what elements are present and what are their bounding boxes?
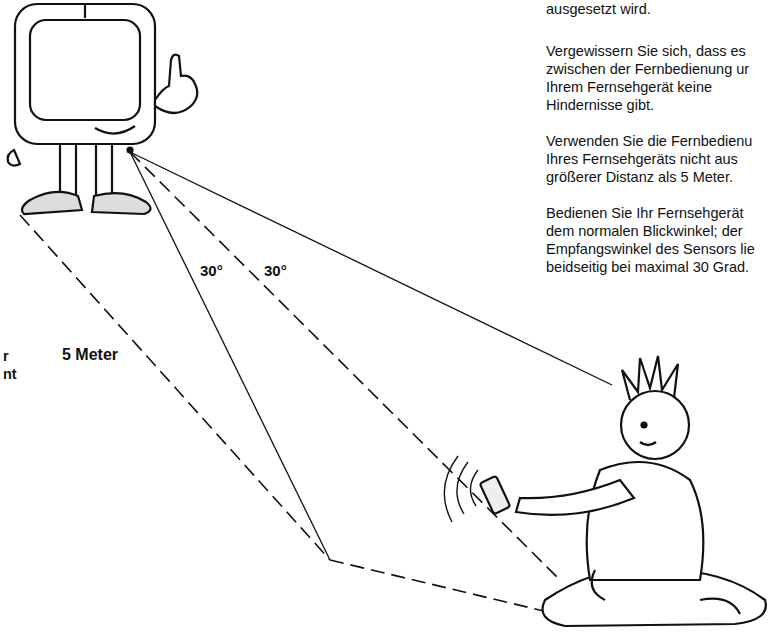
tv-leg [60,138,76,196]
tv-hand [8,150,20,166]
tv-shoe [22,192,82,214]
tv-seam [84,4,86,18]
signal-wave [444,456,458,522]
cone-edge [130,152,612,385]
distance-line [330,560,548,612]
body-text: Verwenden Sie die Fernbedienu Ihres Fern… [546,132,770,186]
distance-line [20,215,330,560]
person-arm [516,480,634,515]
person-hair [622,356,678,400]
signal-wave [457,462,468,514]
remote-control [480,476,511,514]
body-text: Vergewissern Sie sich, dass es zwischen … [546,42,770,114]
tv-screen [30,20,140,120]
body-text: ausgesetzt wird. [546,0,770,18]
person-body [587,462,704,580]
tv-pointing-hand [155,55,197,113]
cut-text: r [3,347,9,365]
person-eye [642,423,647,428]
signal-waves [444,456,478,522]
tv-shoe [92,193,151,214]
body-text: Bedienen Sie Ihr Fernsehgerät dem normal… [546,204,770,276]
person-head [621,391,689,459]
distance-label: 5 Meter [60,346,120,364]
person [480,356,766,626]
angle-label: 30° [198,262,225,280]
sight-lines [20,152,612,612]
center-line [130,152,560,580]
tv-character [8,4,198,214]
tv-smile [95,126,135,134]
tv-leg [96,138,112,196]
cut-text: nt [3,365,17,383]
signal-wave [470,470,478,506]
tv-body [15,4,155,144]
cone-edge [130,152,330,560]
sensor [128,148,133,153]
person-mouth [640,442,656,445]
angle-label: 30° [262,262,289,280]
person-feet [592,570,740,614]
